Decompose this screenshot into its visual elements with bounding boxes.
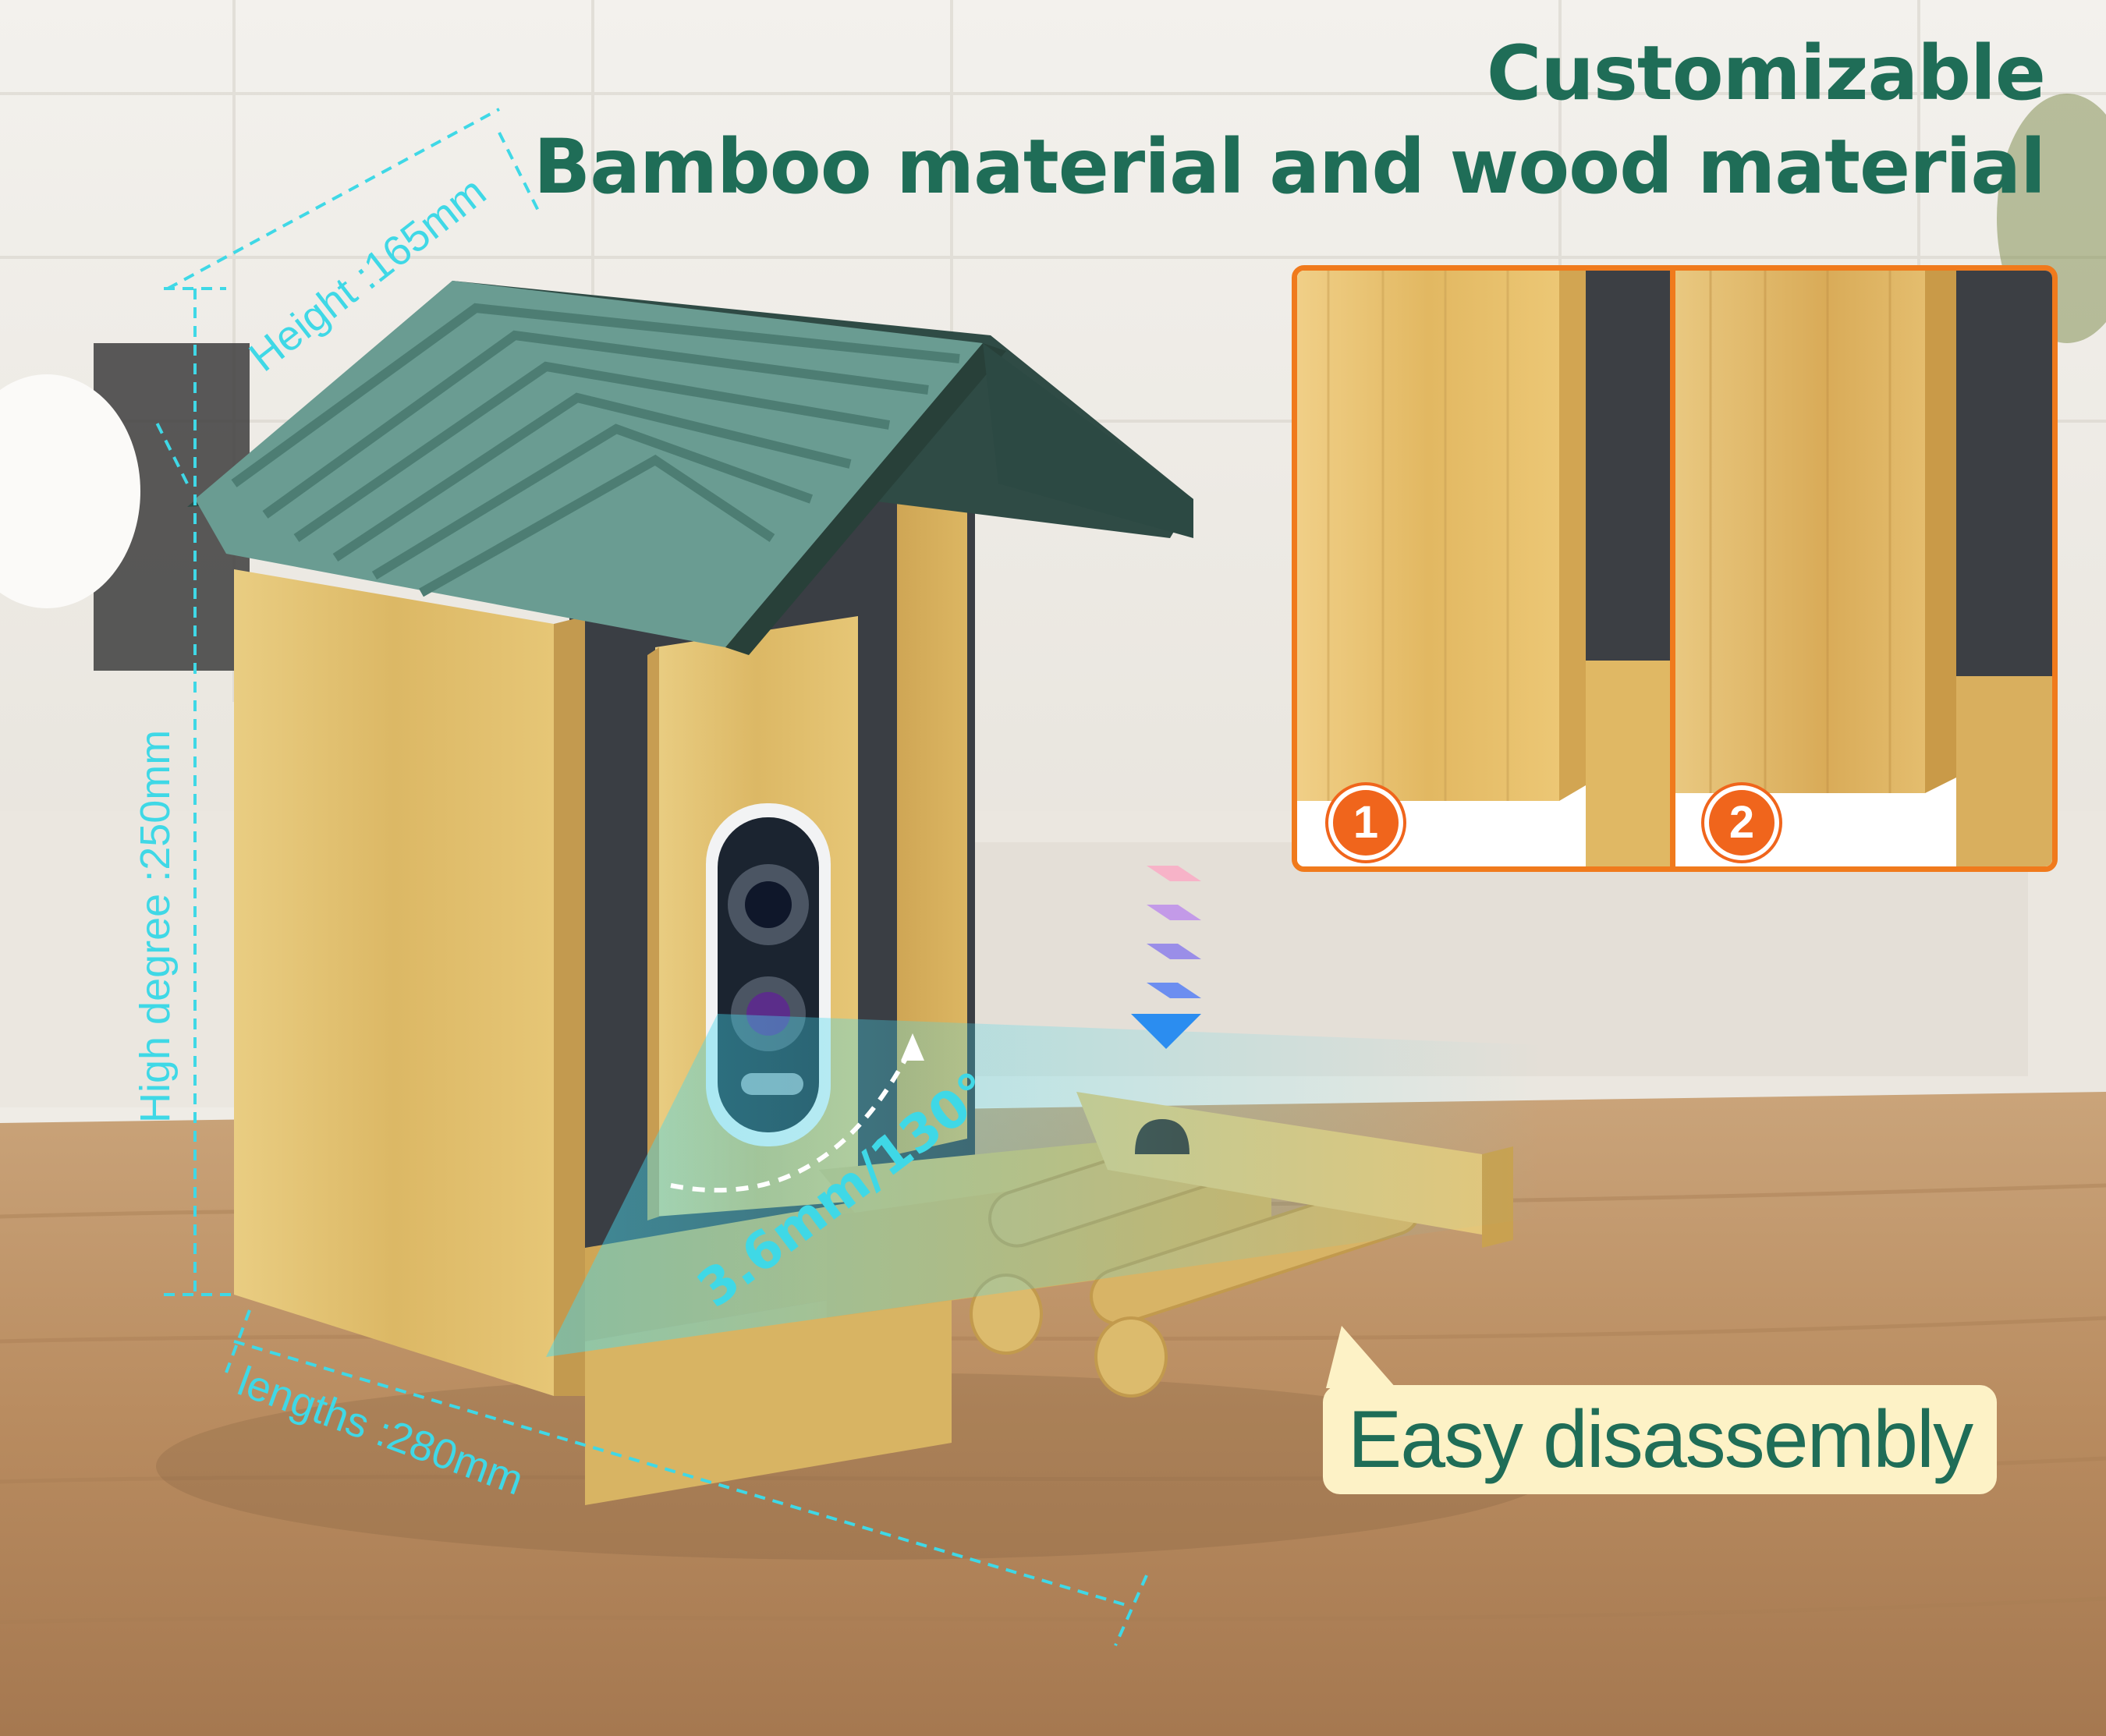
material-comparison-inset: 1 2	[1292, 265, 2058, 872]
callout-text: Easy disassembly	[1347, 1394, 1973, 1485]
high-degree-dimension-label: High degree :250mm	[132, 729, 179, 1123]
material-texture-panels	[1297, 271, 2052, 866]
material-option-2-badge: 2	[1704, 785, 1779, 860]
headline-line-1: Customizable	[1486, 30, 2046, 117]
headline-line-2: Bamboo material and wood material	[534, 123, 2046, 211]
material-option-1-badge: 1	[1328, 785, 1403, 860]
easy-disassembly-callout: Easy disassembly	[1323, 1385, 1997, 1494]
